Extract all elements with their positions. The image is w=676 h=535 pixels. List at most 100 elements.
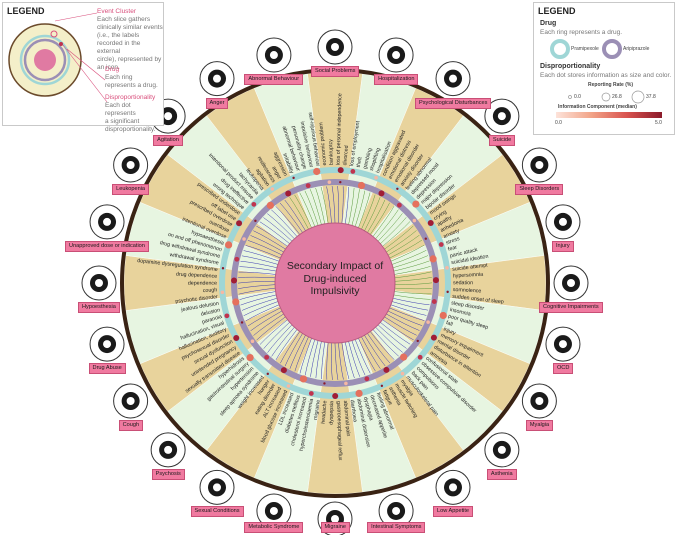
- disproportionality-dot: [383, 366, 390, 373]
- disproportionality-dot: [344, 381, 348, 386]
- disproportionality-dot: [426, 320, 430, 324]
- center-title-line-3: Impulsivity: [310, 285, 360, 297]
- category-label: Psychosis: [151, 468, 185, 480]
- event-label: fear: [447, 244, 458, 252]
- disproportionality-dot: [412, 200, 420, 208]
- event-label: sleep disorder: [451, 300, 485, 312]
- food-icon: [435, 469, 471, 505]
- disproportionality-dot: [299, 375, 308, 383]
- disproportionality-dot: [378, 190, 385, 197]
- category-label: Myalgia: [525, 420, 554, 431]
- disproportionality-dot: [445, 266, 449, 270]
- category-label: Anger: [205, 97, 229, 109]
- rr-circle-large: [631, 90, 645, 104]
- category-label: Cough: [118, 420, 144, 431]
- disproportionality-dot: [396, 202, 402, 208]
- category-label: Migraine: [320, 522, 350, 533]
- disproportionality-dot: [251, 201, 257, 207]
- rr-circle-medium: [601, 92, 611, 102]
- category-label: Abnormal Behaviour: [244, 74, 304, 86]
- event-label: drug dependence: [176, 272, 218, 280]
- pill-bottle-icon: [89, 326, 125, 362]
- disproportionality-dot: [242, 237, 246, 241]
- drug-head-text: Each ring represents a drug.: [540, 29, 623, 36]
- event-label: headache: [321, 400, 329, 424]
- event-label: cough: [203, 287, 218, 294]
- category-label: Asthenia: [486, 468, 517, 480]
- disproportionality-dot: [432, 277, 439, 284]
- rr-value-2: 37.8: [646, 94, 656, 100]
- drug-legend-title: Drug: [105, 66, 120, 73]
- disproportionality-dot: [270, 187, 275, 191]
- event-label: gastrooesophageal reflux: [335, 401, 343, 461]
- event-label: bankruptcy: [328, 139, 335, 165]
- disproportionality-dot: [292, 176, 295, 180]
- legend-leader-lines: [54, 12, 108, 103]
- reporting-rate-circles: [568, 90, 645, 104]
- disproportionality-dot: [280, 367, 287, 374]
- category-label: Social Problems: [311, 66, 360, 77]
- disproportionality-dot: [266, 201, 274, 210]
- disproportionality-dot: [400, 353, 408, 361]
- disproportionality-dot: [364, 376, 370, 382]
- disproportionality-dot: [337, 167, 344, 174]
- rr-circle-small: [568, 95, 572, 99]
- disproportionality-dot: [264, 354, 270, 360]
- event-label: stress: [445, 236, 461, 247]
- disproportionality-dot: [374, 175, 378, 180]
- event-label: delusion: [200, 307, 221, 317]
- disproportionality-dot: [439, 311, 447, 320]
- category-label: Unapproved dose or indication: [65, 240, 149, 252]
- legend-right-title: LEGEND: [538, 6, 576, 16]
- center-circle: [274, 222, 396, 344]
- disproportionality-dot: [396, 187, 399, 190]
- disproportionality-dot: [339, 180, 342, 184]
- hanging-icon: [484, 98, 520, 134]
- reporting-rate-title: Reporting Rate (%): [588, 82, 633, 88]
- sad-face-icon: [435, 61, 471, 97]
- disproportionality-dot: [286, 384, 291, 388]
- category-label: Agitation: [153, 135, 183, 147]
- category-label: Hypoesthesia: [78, 302, 120, 313]
- event-cluster-text: Each slice gathers clinically similar ev…: [97, 16, 163, 71]
- ic-gradient-bar: [556, 112, 662, 118]
- disproportionality-dot: [323, 382, 326, 385]
- event-label: diarrhoea: [349, 399, 358, 422]
- event-label: gambling: [362, 147, 373, 169]
- center-title-line-2: Drug-induced: [303, 272, 367, 285]
- event-label: economic problem: [318, 121, 328, 165]
- disproportionality-dot: [416, 339, 419, 343]
- disproportionality-dot: [231, 277, 238, 284]
- event-label: hypersomnia: [453, 272, 484, 280]
- needle-icon: [81, 265, 117, 301]
- event-label: suicide attempt: [452, 263, 489, 273]
- event-label: sudden onset of sleep: [452, 294, 504, 306]
- disproportionality-head: Disproportionality: [540, 63, 601, 70]
- event-label: abdominal pain: [342, 400, 351, 436]
- disproportionality-dot: [355, 389, 363, 398]
- rr-value-0: 0.0: [574, 94, 581, 100]
- event-label: sedation: [453, 280, 473, 286]
- disproportionality-dot: [236, 220, 243, 227]
- disproportionality-dot: [308, 391, 314, 396]
- event-cluster-title: Event Cluster: [97, 8, 137, 15]
- event-label: theft: [356, 156, 364, 168]
- stomach-icon: [378, 493, 414, 529]
- category-label: Sexual Conditions: [190, 506, 244, 518]
- disproportionality-dot: [357, 181, 366, 190]
- psychosis-head-icon: [150, 432, 186, 468]
- disproportionality-dot: [427, 219, 434, 226]
- brain-head-icon: [553, 265, 589, 301]
- disproportionality-dot: [430, 334, 437, 341]
- prescription-icon: [89, 204, 125, 240]
- disproportionality-dot: [246, 353, 254, 362]
- pramipexole-label: Pramipexole: [571, 46, 599, 52]
- person-icon: [256, 37, 292, 73]
- center-title-line-1: Secondary Impact of: [286, 260, 384, 272]
- ic-min-label: 0.0: [555, 120, 562, 126]
- disproportionality-dot: [225, 241, 233, 249]
- disproportionality-dot: [332, 392, 339, 399]
- disproportionality-dot: [400, 371, 405, 376]
- gauge-icon: [484, 432, 520, 468]
- disproportionality-dot: [327, 180, 332, 184]
